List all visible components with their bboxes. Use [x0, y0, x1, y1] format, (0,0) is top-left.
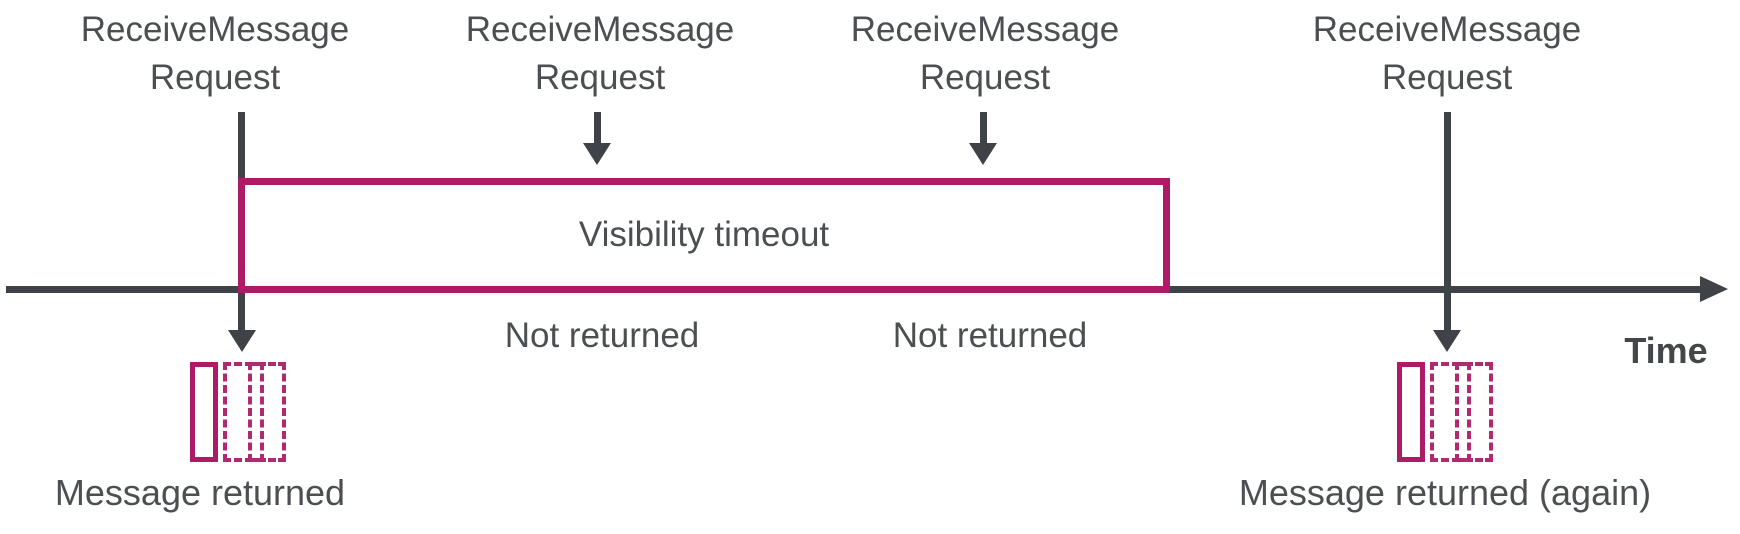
request-label-line1: ReceiveMessage: [850, 10, 1120, 49]
request-arrow-3-shaft: [980, 112, 987, 146]
message-returned-again-icon: [1397, 362, 1497, 462]
message-solid-rect-icon: [190, 362, 218, 462]
receive-message-request-label-3: ReceiveMessage Request: [795, 6, 1175, 102]
request-label-line2: Request: [534, 58, 666, 97]
request-arrow-3-arrowhead-icon: [969, 143, 997, 165]
receive-message-request-label-2: ReceiveMessage Request: [410, 6, 790, 102]
request-label-line2: Request: [1381, 58, 1513, 97]
request-label-line1: ReceiveMessage: [1312, 10, 1582, 49]
not-returned-label-2: Not returned: [892, 316, 1088, 355]
request-label-line2: Request: [149, 58, 281, 97]
message-returned-icon: [190, 362, 290, 462]
receive-message-request-label-1: ReceiveMessage Request: [25, 6, 405, 102]
request-arrow-2-shaft: [594, 112, 601, 146]
receive-message-request-label-4: ReceiveMessage Request: [1257, 6, 1637, 102]
time-axis-label: Time: [1624, 330, 1708, 371]
request-label-line1: ReceiveMessage: [80, 10, 350, 49]
message-returned-again-label: Message returned (again): [1238, 472, 1652, 513]
visibility-timeout-box: [238, 178, 1170, 293]
request-arrow-2-arrowhead-icon: [583, 143, 611, 165]
message-ghost-rect-icon: [1455, 362, 1493, 462]
message-returned-label: Message returned: [54, 472, 346, 513]
message-ghost-rect-icon: [1430, 362, 1471, 462]
not-returned-label-1: Not returned: [504, 316, 700, 355]
message-ghost-rect-icon: [223, 362, 264, 462]
message-solid-rect-icon: [1397, 362, 1425, 462]
timeline-arrowhead-icon: [1700, 276, 1728, 302]
request-arrow-1-arrowhead-icon: [228, 330, 256, 352]
request-arrow-4-arrowhead-icon: [1433, 330, 1461, 352]
request-label-line2: Request: [919, 58, 1051, 97]
message-ghost-rect-icon: [248, 362, 286, 462]
request-label-line1: ReceiveMessage: [465, 10, 735, 49]
request-arrow-4-shaft: [1444, 112, 1451, 334]
visibility-timeout-label: Visibility timeout: [578, 215, 830, 254]
